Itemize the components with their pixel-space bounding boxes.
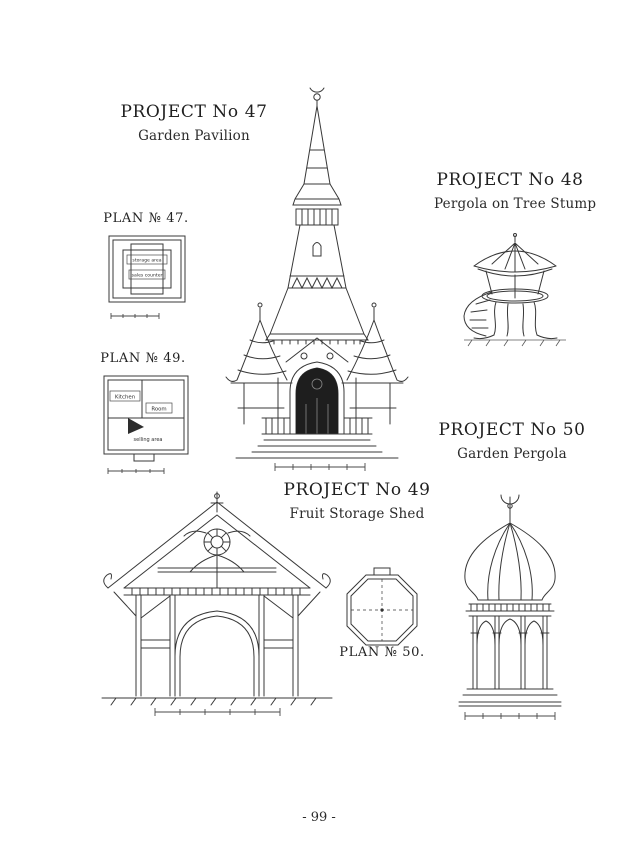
project-49-subtitle: Fruit Storage Shed bbox=[289, 506, 425, 522]
project-49-heading: PROJECT No 49 Fruit Storage Shed bbox=[282, 480, 432, 522]
plan-center-point bbox=[380, 608, 384, 612]
plan-50-label: PLAN № 50. bbox=[339, 645, 425, 660]
plan-49-label: PLAN № 49. bbox=[100, 351, 186, 366]
scale-bar bbox=[464, 712, 556, 720]
ground-hatching bbox=[464, 339, 566, 347]
project-50-subtitle: Garden Pergola bbox=[457, 446, 567, 462]
project-50-heading: PROJECT No 50 Garden Pergola bbox=[436, 420, 588, 462]
scale-bar bbox=[154, 708, 281, 716]
plan-47-annotation-2: sales counter bbox=[132, 273, 163, 279]
scale-bar bbox=[274, 463, 366, 471]
project-48-subtitle: Pergola on Tree Stump bbox=[434, 196, 597, 212]
scale-bar bbox=[107, 468, 165, 474]
project-50-title: PROJECT No 50 bbox=[438, 420, 586, 440]
project-49-title: PROJECT No 49 bbox=[283, 480, 431, 500]
project-47-subtitle: Garden Pavilion bbox=[138, 128, 250, 144]
project-47-title: PROJECT No 47 bbox=[120, 102, 268, 122]
stair-wedge bbox=[128, 418, 144, 434]
plan-47-annotation-1: storage area bbox=[132, 258, 161, 264]
plan-49-annotation-kitchen: Kitchen bbox=[115, 395, 135, 401]
plan-47-floor-plan-drawing: storage area sales counter bbox=[108, 235, 186, 319]
plan-49-floor-plan-drawing: Kitchen Room selling area bbox=[103, 375, 189, 474]
project-47-heading: PROJECT No 47 Garden Pavilion bbox=[116, 102, 272, 144]
garden-pavilion-elevation-drawing bbox=[225, 87, 409, 471]
project-48-heading: PROJECT No 48 Pergola on Tree Stump bbox=[434, 170, 597, 212]
scale-bar bbox=[110, 313, 160, 319]
pergola-on-tree-stump-drawing bbox=[463, 233, 566, 347]
fruit-storage-shed-elevation-drawing bbox=[101, 491, 333, 716]
plan-49-annotation-room: Room bbox=[151, 407, 166, 413]
plan-50-floor-plan-drawing bbox=[346, 567, 418, 646]
plan-49-annotation-selling-area: selling area bbox=[134, 437, 163, 443]
plan-47-label: PLAN № 47. bbox=[103, 211, 189, 226]
project-48-title: PROJECT No 48 bbox=[436, 170, 584, 190]
page-number: - 99 - bbox=[302, 810, 336, 825]
garden-pergola-elevation-drawing bbox=[458, 494, 562, 720]
